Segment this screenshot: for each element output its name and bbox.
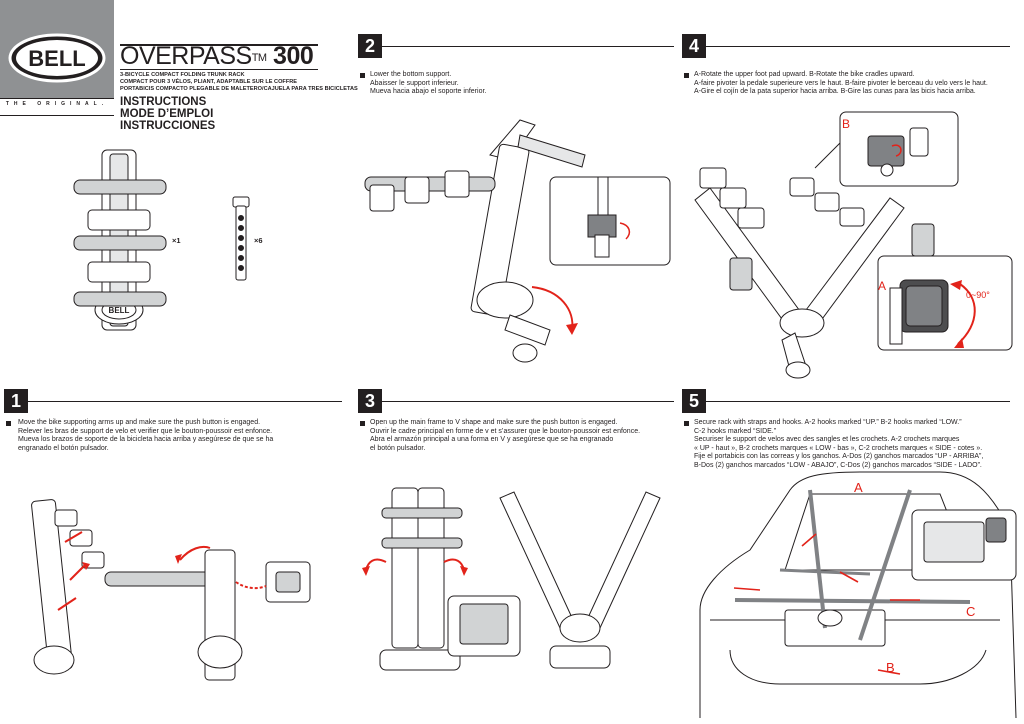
rack-folded-illustration: BELL (73, 149, 167, 331)
step-5-callout-c: C (966, 604, 975, 619)
step-2-badge: 2 (358, 34, 382, 58)
subtitle-fr: COMPACT POUR 3 VÉLOS, PLIANT, ADAPTABLE … (120, 79, 298, 85)
step-1-illustration (31, 499, 311, 681)
subtitle-en: 3-BICYCLE COMPACT FOLDING TRUNK RACK (120, 72, 245, 78)
step-1-fold-arrow (179, 545, 211, 561)
product-name: OVERPASS (120, 42, 252, 70)
step-2-bullet (360, 73, 365, 78)
step-4-rule (706, 46, 1010, 47)
step-5-badge: 5 (682, 389, 706, 413)
step-5-callout-a: A (854, 480, 863, 495)
step-3-badge: 3 (358, 389, 382, 413)
bell-logo: BELL (8, 33, 106, 83)
instructions-es: INSTRUCCIONES (120, 120, 216, 132)
step-5-bullet (684, 421, 689, 426)
step-2-text: Lower the bottom support. Abaisser le su… (370, 71, 487, 96)
step-2-rule (382, 46, 674, 47)
product-title: OVERPASSTM 300 (120, 42, 314, 70)
model-number: 300 (273, 42, 314, 70)
step-5-rule (706, 401, 1010, 402)
trademark: TM (251, 52, 267, 64)
instructions-fr: MODE D’EMPLOI (120, 108, 214, 120)
strap-quantity: ×6 (254, 236, 263, 245)
step-4-callout-a: A (878, 279, 886, 293)
step-2-rotate-arrow (531, 286, 574, 331)
step-3-text: Open up the main frame to V shape and ma… (370, 419, 641, 452)
tagline-bar (0, 98, 114, 116)
step-3-illustration (362, 487, 661, 671)
step-4-badge: 4 (682, 34, 706, 58)
tagline: THE ORIGINAL. (5, 101, 109, 107)
brand-wordmark: BELL (28, 46, 85, 71)
step-2-illustration (364, 119, 671, 363)
strap-illustration (232, 196, 250, 281)
svg-text:BELL: BELL (109, 306, 130, 315)
title-rule (120, 69, 318, 70)
step-4-callout-b: B (842, 117, 850, 131)
title-rule (120, 44, 318, 46)
step-3-rule (382, 401, 674, 402)
instructions-en: INSTRUCTIONS (120, 96, 207, 108)
step-1-rule (28, 401, 342, 402)
step-5-text: Secure rack with straps and hooks. A-2 h… (694, 419, 984, 469)
subtitle-es: PORTABICIS COMPACTO PLEGABLE DE MALETERO… (120, 86, 358, 92)
step-1-text: Move the bike supporting arms up and mak… (18, 419, 274, 452)
rack-quantity: ×1 (172, 236, 181, 245)
step-5-callout-b: B (886, 660, 895, 675)
step-4-angle: 0~90° (966, 290, 990, 300)
step-4-illustration: B A 0~90° (694, 111, 1013, 379)
step-4-rotate-arrow (957, 283, 976, 345)
step-4-bullet (684, 73, 689, 78)
step-3-bullet (360, 421, 365, 426)
step-5-illustration: A C B (699, 471, 1017, 719)
car-outline (699, 471, 1017, 719)
step-1-bullet (6, 421, 11, 426)
step-1-badge: 1 (4, 389, 28, 413)
step-4-text: A-Rotate the upper foot pad upward. B-Ro… (694, 71, 988, 96)
